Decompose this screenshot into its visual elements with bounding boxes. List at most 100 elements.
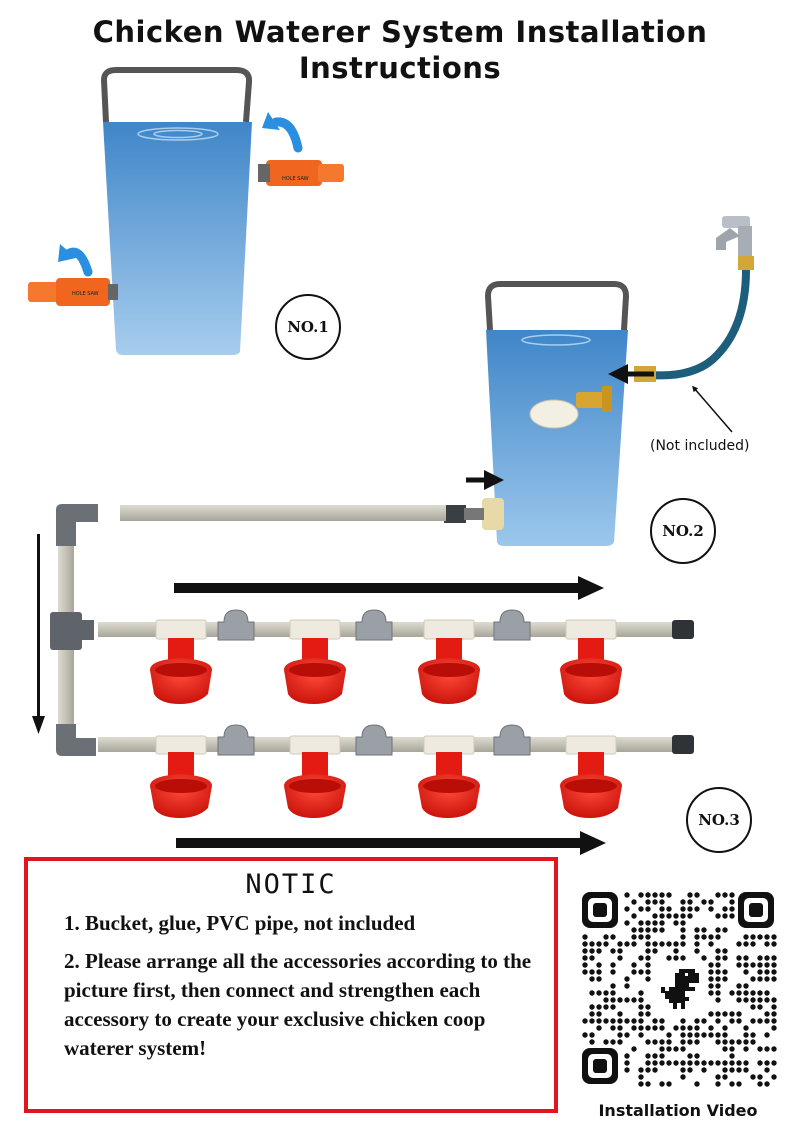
qr-module xyxy=(722,976,728,982)
qr-module xyxy=(715,892,721,898)
qr-module xyxy=(638,1032,644,1038)
qr-module xyxy=(680,899,686,905)
qr-module xyxy=(701,955,707,961)
qr-code[interactable] xyxy=(579,889,777,1087)
qr-module xyxy=(659,906,665,912)
qr-module xyxy=(638,927,644,933)
qr-module xyxy=(722,948,728,954)
qr-module xyxy=(645,962,651,968)
qr-module xyxy=(652,899,658,905)
qr-module xyxy=(624,920,630,926)
qr-module xyxy=(708,990,714,996)
qr-module xyxy=(722,913,728,919)
qr-module xyxy=(645,892,651,898)
qr-module xyxy=(771,1046,777,1052)
qr-module xyxy=(610,1018,616,1024)
qr-module xyxy=(631,899,637,905)
qr-module xyxy=(652,941,658,947)
qr-module xyxy=(694,906,700,912)
qr-module xyxy=(596,1004,602,1010)
qr-module xyxy=(638,955,644,961)
qr-module xyxy=(652,1018,658,1024)
qr-module xyxy=(722,906,728,912)
qr-module xyxy=(694,1018,700,1024)
qr-module xyxy=(750,1039,756,1045)
qr-module xyxy=(631,934,637,940)
svg-text:HOLE SAW: HOLE SAW xyxy=(72,291,99,297)
qr-module xyxy=(771,955,777,961)
qr-module xyxy=(645,941,651,947)
qr-module xyxy=(757,1060,763,1066)
qr-module xyxy=(715,934,721,940)
qr-module xyxy=(659,927,665,933)
qr-module xyxy=(603,941,609,947)
qr-module xyxy=(680,913,686,919)
qr-module xyxy=(715,1011,721,1017)
qr-module xyxy=(722,1025,728,1031)
qr-module xyxy=(638,1067,644,1073)
qr-module xyxy=(701,934,707,940)
qr-module xyxy=(645,934,651,940)
qr-module xyxy=(680,1039,686,1045)
qr-module xyxy=(652,948,658,954)
notice-box: NOTIC 1. Bucket, glue, PVC pipe, not inc… xyxy=(24,857,558,1113)
page-title: Chicken Waterer System Installation Inst… xyxy=(0,14,800,86)
svg-text:HOLE SAW: HOLE SAW xyxy=(282,176,309,182)
qr-module xyxy=(750,997,756,1003)
qr-module xyxy=(715,948,721,954)
qr-module xyxy=(715,927,721,933)
qr-module xyxy=(715,969,721,975)
qr-module xyxy=(736,1039,742,1045)
qr-module xyxy=(659,892,665,898)
qr-module xyxy=(757,990,763,996)
qr-module xyxy=(631,969,637,975)
qr-module xyxy=(659,1025,665,1031)
qr-module xyxy=(771,997,777,1003)
qr-module xyxy=(624,1032,630,1038)
qr-module xyxy=(715,976,721,982)
qr-module xyxy=(771,934,777,940)
qr-module xyxy=(603,997,609,1003)
qr-module xyxy=(736,990,742,996)
qr-module xyxy=(610,1039,616,1045)
qr-module xyxy=(645,1025,651,1031)
qr-module xyxy=(624,997,630,1003)
qr-module xyxy=(596,990,602,996)
qr-module xyxy=(736,983,742,989)
qr-module xyxy=(694,927,700,933)
title-line-1: Chicken Waterer System Installation xyxy=(92,15,708,49)
qr-module xyxy=(638,1004,644,1010)
qr-module xyxy=(638,906,644,912)
qr-module xyxy=(603,1039,609,1045)
qr-module xyxy=(729,1046,735,1052)
qr-module xyxy=(687,1060,693,1066)
qr-module xyxy=(764,969,770,975)
qr-module xyxy=(715,990,721,996)
qr-module xyxy=(729,892,735,898)
qr-module xyxy=(596,976,602,982)
qr-module xyxy=(764,990,770,996)
qr-module xyxy=(722,1067,728,1073)
rotation-arrow-top-icon xyxy=(271,117,303,153)
qr-module xyxy=(729,906,735,912)
qr-module xyxy=(582,1032,588,1038)
qr-module xyxy=(617,1039,623,1045)
qr-module xyxy=(666,941,672,947)
qr-module xyxy=(764,941,770,947)
installation-diagram: HOLE SAW HOLE SAW xyxy=(28,67,754,855)
qr-module xyxy=(652,913,658,919)
qr-module xyxy=(589,1011,595,1017)
qr-module xyxy=(680,1074,686,1080)
qr-module xyxy=(757,976,763,982)
title-line-2: Instructions xyxy=(298,51,502,85)
qr-module xyxy=(701,1018,707,1024)
qr-module xyxy=(708,934,714,940)
qr-module xyxy=(610,983,616,989)
qr-module xyxy=(596,1011,602,1017)
qr-module xyxy=(617,1018,623,1024)
qr-module xyxy=(715,1039,721,1045)
qr-module xyxy=(771,1060,777,1066)
qr-module xyxy=(743,969,749,975)
qr-module xyxy=(617,948,623,954)
qr-module xyxy=(645,1011,651,1017)
